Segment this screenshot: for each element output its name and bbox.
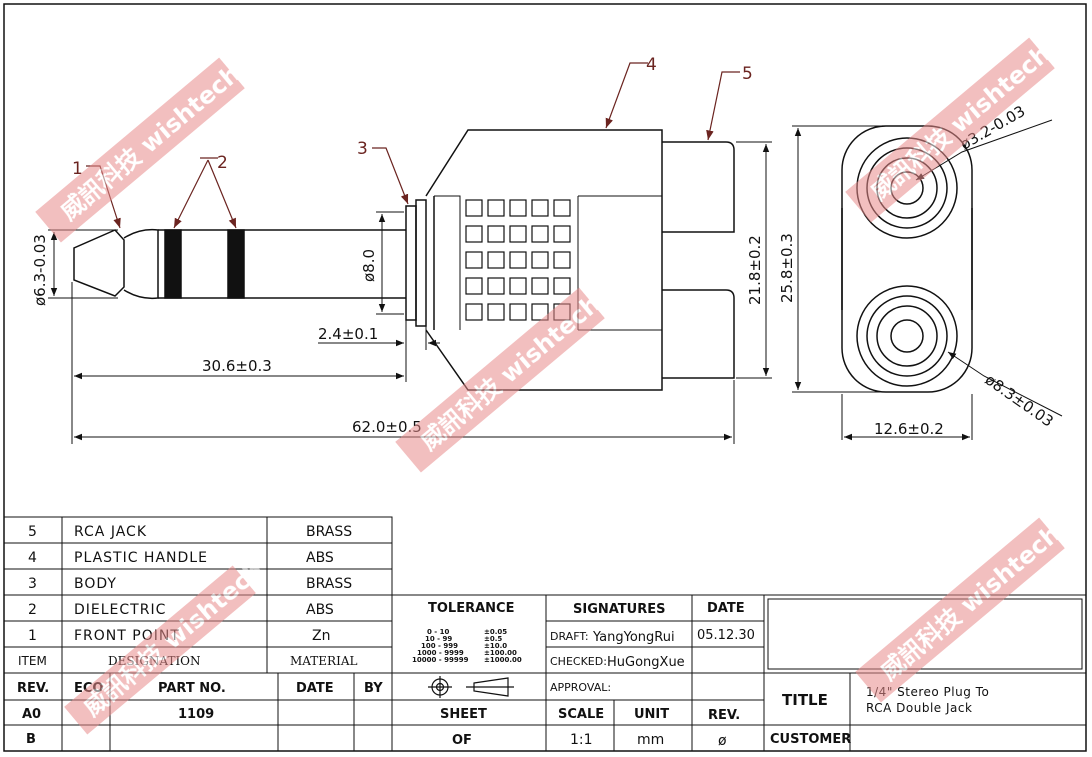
dim-body-height: 25.8±0.3 xyxy=(778,233,796,303)
bom-item: 1 xyxy=(28,628,37,644)
side-view xyxy=(73,129,735,391)
grip-pattern xyxy=(465,199,571,321)
date-title: DATE xyxy=(707,601,745,616)
bom-header-item: ITEM xyxy=(18,654,47,668)
sheet-label: SHEET xyxy=(440,707,487,722)
draft-label: DRAFT: xyxy=(550,630,589,643)
svg-text:威訊科技 wishtech: 威訊科技 wishtech xyxy=(865,40,1056,206)
customer-label: CUSTOMER xyxy=(770,732,851,747)
callout-4: 4 xyxy=(646,55,657,75)
bom-header-material: MATERIAL xyxy=(290,654,358,668)
watermark-logo: 威訊科技 wishtech xyxy=(845,37,1056,223)
rev-row-b: B xyxy=(26,732,36,747)
dim-collar: 2.4±0.1 xyxy=(318,325,378,343)
draft-date: 05.12.30 xyxy=(697,628,755,643)
bom-item: 4 xyxy=(28,550,37,566)
tolerance-value: ±0.05 xyxy=(484,628,507,636)
tolerance-value: ±1000.00 xyxy=(484,656,522,664)
plug-collar xyxy=(405,205,417,321)
svg-text:威訊科技 wishtech: 威訊科技 wishtech xyxy=(875,520,1066,686)
plug-tip xyxy=(73,229,125,297)
rev-header-rev: REV. xyxy=(17,681,49,696)
plastic-handle xyxy=(425,129,663,391)
title-block: TITLE 1/4" Stereo Plug To RCA Double Jac… xyxy=(770,685,989,747)
rca-jack-upper xyxy=(662,141,735,233)
bom-item: 3 xyxy=(28,576,37,592)
callout-5: 5 xyxy=(742,64,753,84)
of-label: OF xyxy=(452,733,472,748)
dim-width: 12.6±0.2 xyxy=(874,420,944,438)
tolerance-value: ±10.0 xyxy=(484,642,507,650)
tolerance-value: ±100.00 xyxy=(484,649,517,657)
lower-jack-outer xyxy=(856,285,958,387)
rev-row-a0-part: 1109 xyxy=(178,707,214,722)
callout-1: 1 xyxy=(72,159,83,179)
scale-label: SCALE xyxy=(558,707,604,722)
checked-label: CHECKED: xyxy=(550,655,607,668)
watermark-logo: 威訊科技 wishtech xyxy=(395,287,606,473)
bom-designation: DIELECTRIC xyxy=(74,602,166,618)
bom-material: ABS xyxy=(306,550,334,566)
bom-designation: RCA JACK xyxy=(74,524,147,540)
plug-flange xyxy=(415,199,427,327)
unit-value: mm xyxy=(637,732,664,748)
dim-plug-diameter: ø6.3-0.03 xyxy=(31,234,49,306)
watermark-logo: 威訊科技 wishtech xyxy=(855,517,1066,703)
projection-symbol-icon xyxy=(428,676,514,698)
rca-jack-lower xyxy=(662,289,735,379)
tolerance-range: 10000 - 99999 xyxy=(412,656,469,664)
tolerance-title: TOLERANCE xyxy=(428,601,514,616)
bom-material: ABS xyxy=(306,602,334,618)
scale-value: 1:1 xyxy=(570,732,593,748)
bom-designation: PLASTIC HANDLE xyxy=(74,550,208,566)
dim-jack-diameter: ø8.3±0.03 xyxy=(982,371,1057,431)
tolerance-range: 0 - 10 xyxy=(427,628,450,636)
dim-total-length: 62.0±0.5 xyxy=(352,418,422,436)
callout-2: 2 xyxy=(217,153,228,173)
bom-item: 5 xyxy=(28,524,37,540)
title-label: TITLE xyxy=(782,691,828,709)
title-line-2: RCA Double Jack xyxy=(866,701,972,715)
rev-label: REV. xyxy=(708,708,740,723)
lower-jack-hole xyxy=(890,319,924,353)
bom-material: Zn xyxy=(312,628,330,644)
dim-body-diameter: ø8.0 xyxy=(360,249,378,282)
insulator-ring-1 xyxy=(164,229,182,299)
unit-label: UNIT xyxy=(634,707,669,722)
tolerance-range: 1000 - 9999 xyxy=(417,649,464,657)
tolerance-block: TOLERANCE 0 - 10 10 - 99 100 - 999 1000 … xyxy=(412,601,522,748)
rev-header-part-no: PART NO. xyxy=(158,681,226,696)
rev-value: ø xyxy=(718,733,727,749)
signatures-block: SIGNATURES DATE DRAFT: YangYongRui 05.12… xyxy=(550,601,755,749)
bom-item: 2 xyxy=(28,602,37,618)
end-view-outline xyxy=(841,125,973,393)
bom-material: BRASS xyxy=(306,524,352,540)
callout-3: 3 xyxy=(357,139,368,159)
draft-name: YangYongRui xyxy=(592,630,675,645)
watermark-logo: 威訊科技 wishtech xyxy=(35,57,246,243)
dim-jack-pitch: 21.8±0.2 xyxy=(746,235,764,305)
checked-name: HuGongXue xyxy=(607,655,685,670)
tolerance-range: 100 - 999 xyxy=(421,642,458,650)
bom-material: BRASS xyxy=(306,576,352,592)
bom-designation: BODY xyxy=(74,576,117,592)
rev-header-by: BY xyxy=(364,681,383,696)
insulator-ring-2 xyxy=(227,229,245,299)
plug-neck xyxy=(123,228,159,300)
tolerance-range: 10 - 99 xyxy=(425,635,452,643)
tolerance-value: ±0.5 xyxy=(484,635,502,643)
plug-shaft xyxy=(158,229,406,299)
dim-plug-length: 30.6±0.3 xyxy=(202,357,272,375)
rev-header-date: DATE xyxy=(296,681,334,696)
approval-label: APPROVAL: xyxy=(550,681,611,694)
svg-text:威訊科技 wishtech: 威訊科技 wishtech xyxy=(55,60,246,226)
rev-row-a0: A0 xyxy=(22,707,41,722)
table-grid xyxy=(3,516,1087,752)
signatures-title: SIGNATURES xyxy=(573,602,665,617)
